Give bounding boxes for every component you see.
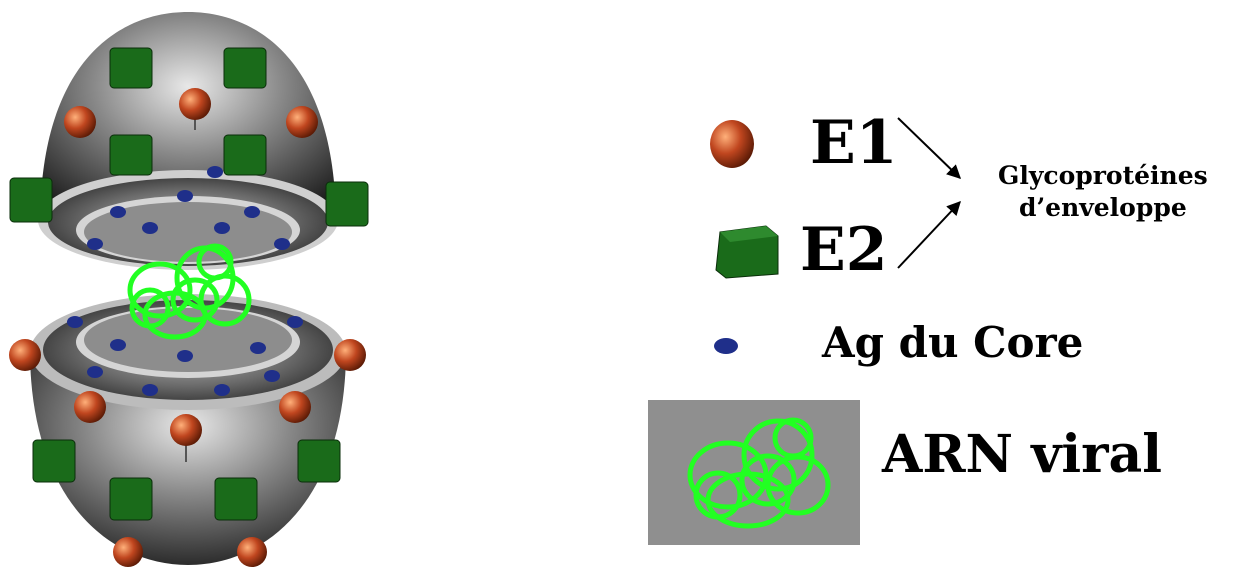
e1-spheres [9, 88, 366, 567]
e2-label: E2 [800, 215, 888, 285]
viral-rna-label: ARN viral [882, 424, 1163, 485]
core-antigen-label: Ag du Core [822, 318, 1084, 367]
orange-sphere-icon [710, 120, 754, 168]
core-dots [67, 166, 303, 396]
top-hemisphere [38, 12, 338, 270]
bottom-hemisphere [30, 294, 346, 565]
glycoprotein-line-2: d’enveloppe [1018, 193, 1187, 222]
glycoprotein-label: Glycoprotéines d’enveloppe [998, 160, 1208, 224]
rna-coil-icon [687, 417, 831, 529]
glycoprotein-line-1: Glycoprotéines [998, 161, 1208, 190]
green-cube-icon [715, 225, 779, 279]
arrow-icons [897, 117, 962, 269]
e2-cubes [9, 47, 369, 521]
rna-legend-box [648, 400, 860, 545]
e1-label: E1 [810, 108, 898, 178]
rna-coil [127, 243, 252, 340]
blue-dot-icon [714, 338, 738, 354]
virus-cutaway-illustration [9, 12, 369, 567]
